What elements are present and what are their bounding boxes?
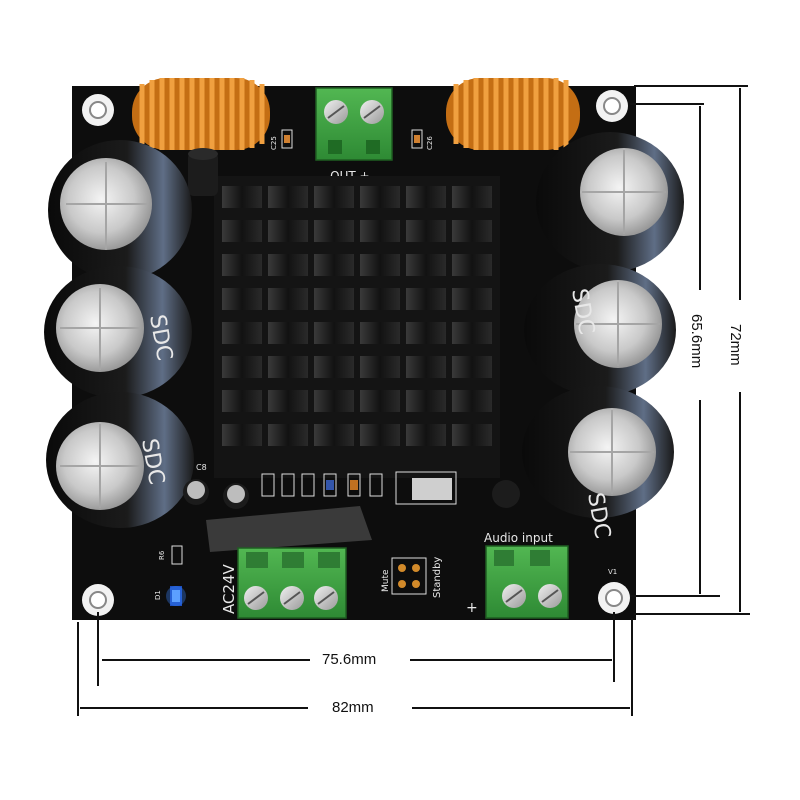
heatsink-fins bbox=[222, 186, 492, 446]
resistor-r6 bbox=[171, 545, 183, 565]
output-terminal bbox=[315, 87, 393, 161]
standby-label: Standby bbox=[432, 557, 443, 598]
smd-cap-c25 bbox=[281, 129, 293, 149]
capacitor-left-2: SDC bbox=[44, 266, 192, 398]
dimension-width-inner-label: 75.6mm bbox=[322, 651, 376, 668]
smd-cap-c26 bbox=[411, 129, 423, 149]
mute-standby-header bbox=[391, 557, 427, 595]
capacitor-left-3: SDC bbox=[46, 392, 194, 528]
dimension-width-outer-label: 82mm bbox=[332, 699, 374, 716]
small-capacitor-bottom-2 bbox=[223, 483, 249, 509]
small-capacitor-bottom-3 bbox=[492, 480, 520, 508]
mounting-hole-top-left bbox=[82, 94, 114, 126]
ac-voltage-label: AC24V bbox=[220, 563, 238, 614]
mounting-hole-bottom-right bbox=[598, 582, 630, 614]
c26-label: C26 bbox=[426, 136, 434, 150]
r6-label: R6 bbox=[158, 550, 166, 560]
dimension-height-inner bbox=[630, 103, 720, 597]
ac-input-terminal bbox=[237, 547, 347, 619]
capacitor-right-3: SDC bbox=[522, 386, 674, 541]
dimension-width-outer bbox=[77, 618, 633, 716]
audio-input-label: Audio input bbox=[484, 531, 553, 545]
mounting-hole-bottom-left bbox=[82, 584, 114, 616]
smd-component-row bbox=[261, 471, 457, 505]
capacitor-right-2: SDC bbox=[524, 264, 676, 396]
toroid-inductor-right bbox=[446, 78, 580, 150]
capacitor-left-1 bbox=[48, 140, 192, 280]
dimension-height-outer bbox=[634, 85, 750, 615]
c8-label: C8 bbox=[196, 463, 207, 472]
d1-label: D1 bbox=[154, 590, 162, 600]
mounting-hole-top-right bbox=[596, 90, 628, 122]
small-capacitor-top bbox=[188, 148, 218, 196]
toroid-inductor-left bbox=[132, 78, 270, 150]
capacitor-right-1 bbox=[536, 132, 684, 272]
c25-label: C25 bbox=[270, 136, 278, 150]
plus-label: + bbox=[466, 600, 478, 616]
heatsink bbox=[214, 176, 500, 478]
power-led bbox=[166, 586, 186, 606]
mute-label: Mute bbox=[381, 569, 391, 592]
dimension-height-outer-label: 72mm bbox=[727, 324, 744, 366]
dimension-width-inner bbox=[97, 612, 615, 686]
rectifier-bar bbox=[206, 506, 372, 552]
v1-label: V1 bbox=[608, 568, 617, 576]
small-capacitor-bottom-1 bbox=[183, 479, 209, 505]
audio-input-terminal bbox=[485, 545, 569, 619]
dimension-height-inner-label: 65.6mm bbox=[688, 314, 705, 368]
